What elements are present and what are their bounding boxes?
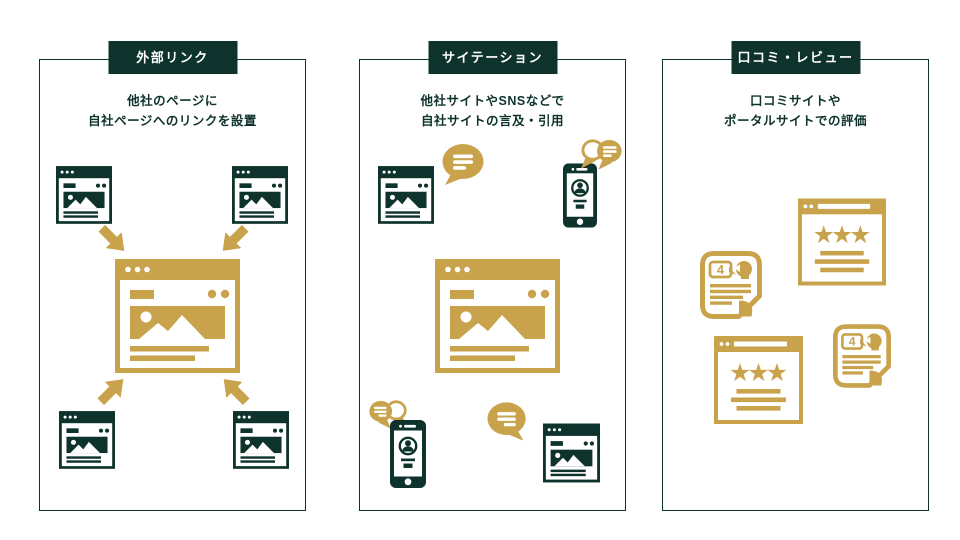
external-site-icon <box>378 166 434 224</box>
link-arrow-icon <box>216 371 255 410</box>
description-line: 口コミサイトや <box>749 94 841 108</box>
review-site-icon <box>798 198 886 286</box>
panel-description-review: 口コミサイトや ポータルサイトでの評価 <box>663 91 928 131</box>
sns-bubbles-icon <box>580 138 623 171</box>
panel-review: 口コミ・レビュー 口コミサイトや ポータルサイトでの評価 4 <box>662 41 929 511</box>
panel-title-citation: サイテーション <box>428 41 557 74</box>
link-arrow-icon <box>93 371 132 410</box>
external-site-icon <box>233 411 289 469</box>
description-line: 自社サイトの言及・引用 <box>420 114 564 128</box>
panel-external-links: 外部リンク 他社のページに 自社ページへのリンクを設置 <box>39 41 306 511</box>
description-line: ポータルサイトでの評価 <box>723 114 867 128</box>
description-line: 自社ページへのリンクを設置 <box>88 114 257 128</box>
link-arrow-icon <box>215 220 254 259</box>
sns-phone-icon <box>563 163 597 228</box>
scene-external-links <box>40 60 305 510</box>
external-site-icon <box>56 166 112 224</box>
review-document-icon: 4 <box>833 324 891 388</box>
external-site-icon <box>543 423 600 483</box>
sns-phone-icon <box>390 420 426 488</box>
review-score-text: 4 <box>717 262 725 277</box>
own-site-icon <box>435 259 560 373</box>
description-line: 他社サイトやSNSなどで <box>420 94 565 108</box>
review-score-text: 4 <box>849 335 856 349</box>
review-site-icon <box>714 336 803 424</box>
review-document-icon: 4 <box>700 251 762 319</box>
panel-description-citation: 他社サイトやSNSなどで 自社サイトの言及・引用 <box>360 91 625 131</box>
scene-review: 4 4 <box>663 60 928 510</box>
mention-bubble-icon <box>440 142 484 186</box>
panel-title-review: 口コミ・レビュー <box>731 41 860 74</box>
scene-citation <box>360 60 625 510</box>
external-site-icon <box>59 411 115 469</box>
panel-description-external-links: 他社のページに 自社ページへのリンクを設置 <box>40 91 305 131</box>
own-site-icon <box>115 259 240 373</box>
mention-bubble-icon <box>487 400 528 442</box>
external-site-icon <box>232 166 288 224</box>
panel-title-external-links: 外部リンク <box>108 41 237 74</box>
link-arrow-icon <box>94 220 133 259</box>
description-line: 他社のページに <box>127 94 218 108</box>
panel-citation: サイテーション 他社サイトやSNSなどで 自社サイトの言及・引用 <box>359 41 626 511</box>
